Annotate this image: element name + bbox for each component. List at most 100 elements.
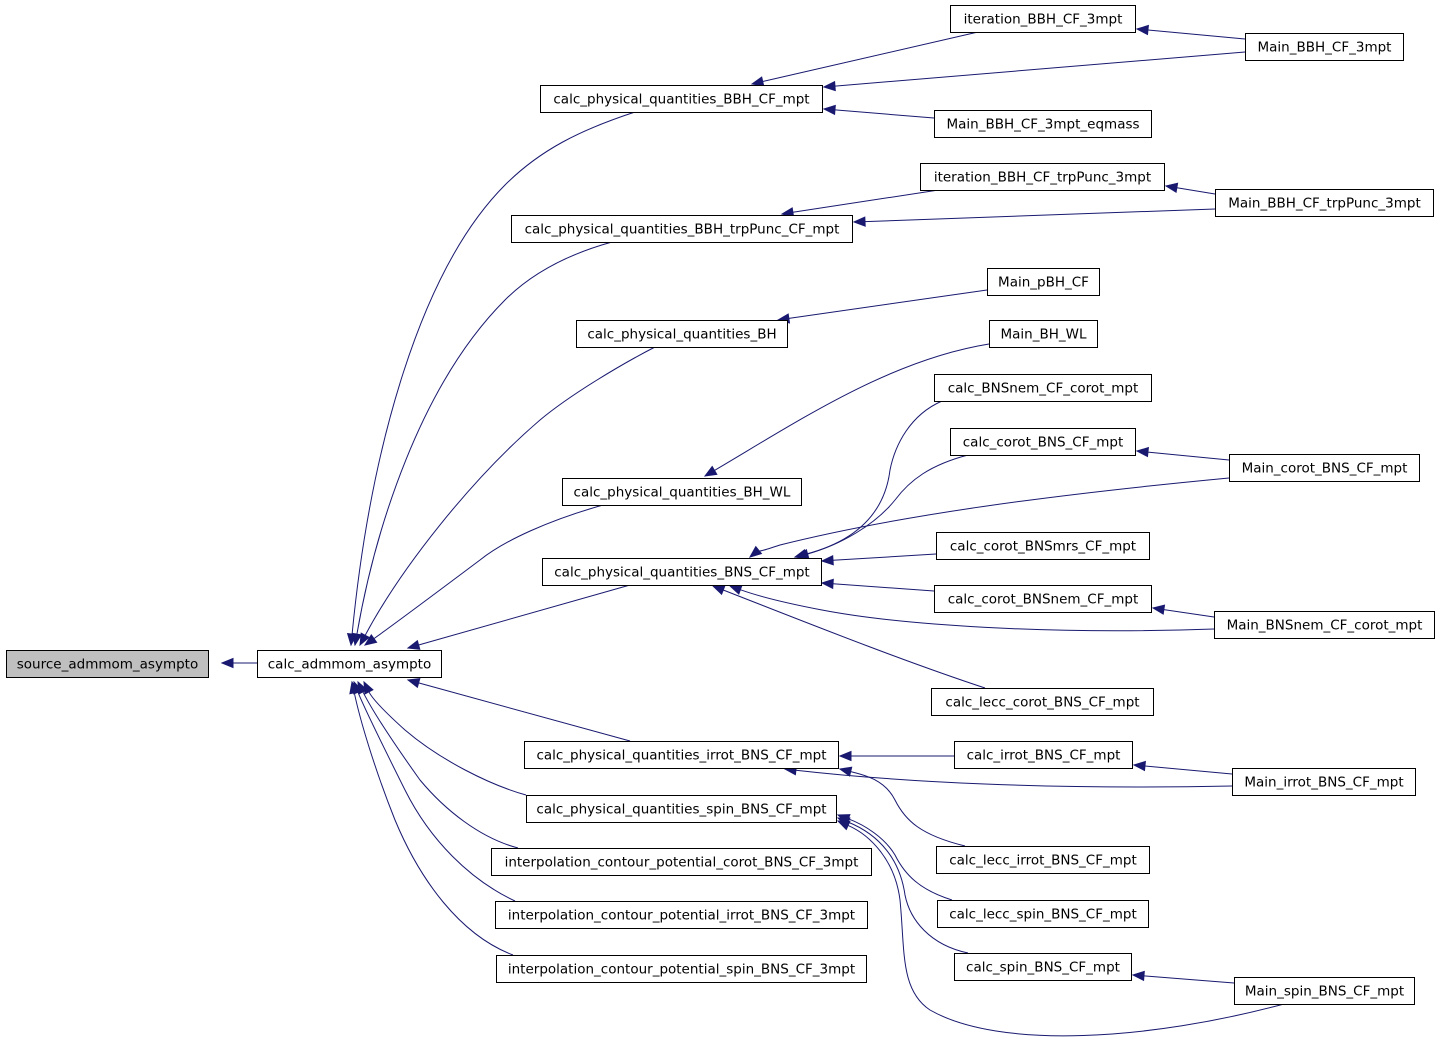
arrowhead-icon: [836, 820, 851, 831]
edge-line: [364, 346, 656, 636]
edge-Main_BBH_3mpt-to-it_BBH_3mpt: [1135, 24, 1246, 40]
arrowhead-icon: [748, 545, 763, 558]
arrowhead-icon: [852, 216, 866, 227]
arrowhead-icon: [703, 465, 718, 477]
node-Main_BBH_eqmass[interactable]: Main_BBH_CF_3mpt_eqmass: [934, 110, 1152, 138]
node-label: source_admmom_asympto: [17, 657, 198, 673]
edge-Main_spin-to-c_spin_BNS: [1131, 970, 1235, 984]
node-Main_BBH_3mpt[interactable]: Main_BBH_CF_3mpt: [1245, 33, 1404, 61]
node-icp_irrot[interactable]: interpolation_contour_potential_irrot_BN…: [495, 901, 868, 929]
arrowhead-icon: [363, 634, 378, 646]
edge-cpq_BH-to-calc_admmom_asympto: [359, 346, 656, 647]
node-it_BBH_trp[interactable]: iteration_BBH_CF_trpPunc_3mpt: [920, 163, 1165, 191]
node-c_irrot_BNS[interactable]: calc_irrot_BNS_CF_mpt: [954, 741, 1133, 769]
node-Main_corot[interactable]: Main_corot_BNS_CF_mpt: [1229, 454, 1420, 482]
node-c_lecc_irrot[interactable]: calc_lecc_irrot_BNS_CF_mpt: [936, 846, 1150, 874]
node-box: [987, 268, 1100, 296]
node-label: interpolation_contour_potential_corot_BN…: [505, 855, 859, 871]
edge-calc_admmom_asympto-to-source_admmom_asympto: [220, 657, 257, 669]
node-box: [936, 532, 1150, 560]
edge-Main_spin-to-cpq_spin: [836, 820, 1285, 1037]
node-calc_admmom_asympto[interactable]: calc_admmom_asympto: [257, 650, 442, 678]
node-box: [1214, 611, 1435, 639]
edge-line: [1147, 29, 1246, 40]
node-box: [524, 741, 839, 769]
edge-cpq_spin-to-calc_admmom_asympto: [363, 680, 527, 796]
node-box: [562, 478, 802, 506]
edge-line: [847, 824, 1285, 1037]
node-Main_BH_WL[interactable]: Main_BH_WL: [989, 320, 1098, 348]
node-label: calc_lecc_irrot_BNS_CF_mpt: [949, 853, 1137, 869]
edge-c_irrot_BNS-to-cpq_irrot: [838, 750, 954, 762]
node-icp_spin[interactable]: interpolation_contour_potential_spin_BNS…: [496, 955, 867, 983]
node-c_corot_BNS[interactable]: calc_corot_BNS_CF_mpt: [950, 428, 1136, 456]
edge-line: [832, 553, 937, 561]
node-cpq_BBH_CF[interactable]: calc_physical_quantities_BBH_CF_mpt: [540, 85, 823, 113]
edge-line: [368, 691, 527, 796]
node-label: calc_physical_quantities_BH: [587, 327, 776, 343]
node-label: Main_BNSnem_CF_corot_mpt: [1227, 618, 1423, 634]
arrowhead-icon: [1164, 182, 1179, 194]
node-c_spin_BNS[interactable]: calc_spin_BNS_CF_mpt: [954, 953, 1132, 981]
node-cpq_BH_WL[interactable]: calc_physical_quantities_BH_WL: [562, 478, 802, 506]
node-label: interpolation_contour_potential_irrot_BN…: [508, 908, 855, 924]
node-box: [526, 795, 837, 823]
node-cpq_BBH_trp[interactable]: calc_physical_quantities_BBH_trpPunc_CF_…: [511, 215, 853, 243]
node-box: [934, 110, 1152, 138]
node-label: calc_admmom_asympto: [268, 657, 432, 673]
node-cpq_BH[interactable]: calc_physical_quantities_BH: [576, 320, 788, 348]
node-cpq_BNS[interactable]: calc_physical_quantities_BNS_CF_mpt: [542, 558, 822, 586]
edge-line: [418, 682, 631, 742]
edge-line: [714, 343, 990, 471]
node-it_BBH_3mpt[interactable]: iteration_BBH_CF_3mpt: [950, 5, 1136, 33]
node-label: iteration_BBH_CF_trpPunc_3mpt: [934, 170, 1151, 186]
edge-Main_BH_WL-to-cpq_BH_WL: [703, 343, 990, 477]
node-box: [1234, 977, 1415, 1005]
node-label: calc_physical_quantities_BBH_CF_mpt: [553, 92, 809, 108]
node-c_lecc_corot[interactable]: calc_lecc_corot_BNS_CF_mpt: [931, 688, 1154, 716]
edge-line: [832, 583, 935, 592]
arrowhead-icon: [750, 76, 765, 87]
node-label: calc_lecc_corot_BNS_CF_mpt: [945, 695, 1139, 711]
edge-Main_corot-to-cpq_BNS: [748, 477, 1230, 558]
edge-c_lecc_irrot-to-cpq_irrot: [838, 766, 966, 847]
node-box: [257, 650, 442, 678]
node-box: [491, 848, 872, 876]
node-c_BNSnem_corot[interactable]: calc_BNSnem_CF_corot_mpt: [934, 374, 1152, 402]
node-box: [1232, 768, 1416, 796]
node-cpq_irrot[interactable]: calc_physical_quantities_irrot_BNS_CF_mp…: [524, 741, 839, 769]
node-Main_BNSnem[interactable]: Main_BNSnem_CF_corot_mpt: [1214, 611, 1435, 639]
arrowhead-icon: [220, 657, 234, 669]
node-box: [1215, 189, 1434, 217]
arrowhead-icon: [822, 104, 836, 116]
node-box: [540, 85, 823, 113]
node-c_lecc_spin[interactable]: calc_lecc_spin_BNS_CF_mpt: [937, 900, 1149, 928]
arrowhead-icon: [838, 766, 853, 777]
edge-cpq_irrot-to-calc_admmom_asympto: [406, 678, 631, 742]
node-box: [954, 741, 1133, 769]
node-Main_spin[interactable]: Main_spin_BNS_CF_mpt: [1234, 977, 1415, 1005]
node-Main_irrot[interactable]: Main_irrot_BNS_CF_mpt: [1232, 768, 1416, 796]
node-icp_corot[interactable]: interpolation_contour_potential_corot_BN…: [491, 848, 872, 876]
edge-line: [848, 818, 953, 901]
node-label: calc_lecc_spin_BNS_CF_mpt: [949, 907, 1137, 923]
node-source_admmom_asympto[interactable]: source_admmom_asympto: [6, 650, 209, 678]
arrowhead-icon: [1135, 24, 1149, 36]
node-box: [576, 320, 788, 348]
edge-it_BBH_trp-to-cpq_BBH_trp: [780, 188, 946, 218]
node-c_corot_BNSmrs[interactable]: calc_corot_BNSmrs_CF_mpt: [936, 532, 1150, 560]
edge-c_corot_BNSmrs-to-cpq_BNS: [820, 553, 937, 566]
node-label: interpolation_contour_potential_spin_BNS…: [508, 962, 855, 978]
node-Main_BBH_trp[interactable]: Main_BBH_CF_trpPunc_3mpt: [1215, 189, 1434, 217]
node-Main_pBH[interactable]: Main_pBH_CF: [987, 268, 1100, 296]
edge-cpq_BNS-to-calc_admmom_asympto: [406, 584, 631, 650]
arrowhead-icon: [351, 632, 363, 647]
edge-c_corot_BNSnem-to-cpq_BNS: [820, 578, 935, 592]
node-label: calc_corot_BNSnem_CF_mpt: [948, 592, 1139, 608]
edge-Main_BBH_eqmass-to-cpq_BBH_CF: [822, 104, 935, 119]
node-cpq_spin[interactable]: calc_physical_quantities_spin_BNS_CF_mpt: [526, 795, 837, 823]
edge-icp_spin-to-calc_admmom_asympto: [349, 680, 514, 956]
edge-line: [356, 241, 613, 635]
edge-line: [353, 692, 514, 956]
node-c_corot_BNSnem[interactable]: calc_corot_BNSnem_CF_mpt: [934, 585, 1152, 613]
